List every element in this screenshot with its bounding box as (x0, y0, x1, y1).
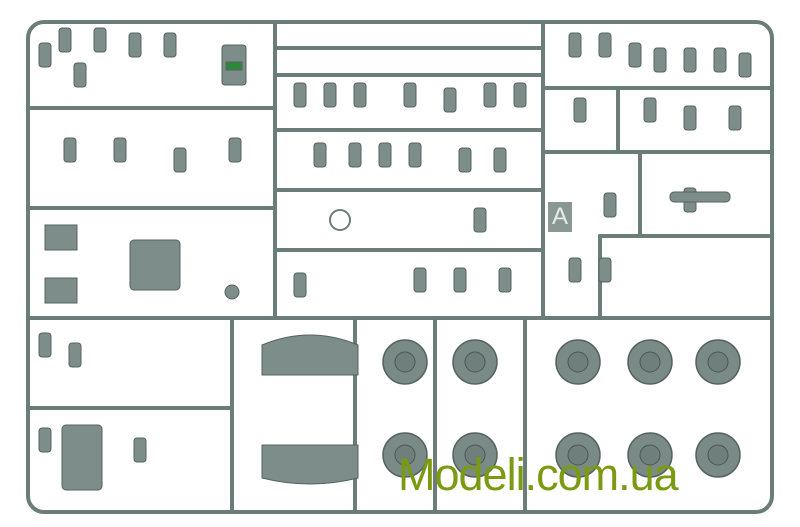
panel-part (44, 224, 78, 251)
sprue-part (228, 137, 242, 163)
sprue-part (408, 142, 422, 168)
panel-part (44, 277, 78, 304)
sprue-part (453, 267, 467, 293)
sprue-part (713, 47, 727, 73)
sprue-part (728, 105, 742, 131)
sprue-part (458, 147, 472, 173)
sprue-letter-label: A (548, 202, 572, 232)
fender-part (261, 334, 359, 376)
wheel-hub (707, 444, 729, 466)
wheel-hub (567, 444, 589, 466)
sprue-part (128, 32, 142, 58)
sprue-part (348, 142, 362, 168)
sprue-part (628, 42, 642, 68)
sprue-part (413, 267, 427, 293)
sprue-part (293, 272, 307, 298)
sprue-part (38, 42, 52, 68)
sprue-part (403, 82, 417, 108)
sprue-part (38, 427, 52, 453)
wheel-hub (707, 351, 729, 373)
sprue-parts (38, 27, 752, 491)
sprue-part (568, 32, 582, 58)
sprue-part (573, 97, 587, 123)
sprue-part (443, 87, 457, 113)
sprue-part (653, 47, 667, 73)
sprue-part (643, 97, 657, 123)
panel-part (61, 424, 103, 491)
sprue-frame (26, 20, 774, 514)
sprue-part (598, 257, 612, 283)
wheels (382, 339, 741, 478)
sprue-part (133, 437, 147, 463)
sprue-part (603, 192, 617, 218)
sprue-part (73, 62, 87, 88)
sprue-part (173, 147, 187, 173)
sprue-part (163, 32, 177, 58)
sprue-part (683, 47, 697, 73)
sprue-part (493, 147, 507, 173)
hull-part (129, 239, 181, 291)
sprue-part (498, 267, 512, 293)
wheel-hub (639, 351, 661, 373)
wheel-hub (639, 444, 661, 466)
sprue-part (38, 332, 52, 358)
fender-part (261, 444, 359, 485)
sprue-part (473, 207, 487, 233)
sprue-part (93, 27, 107, 53)
wheel-hub (394, 351, 416, 373)
wheel-hub (464, 444, 486, 466)
sprue-part (313, 142, 327, 168)
sprue-part (323, 82, 337, 108)
sprue-part (568, 257, 582, 283)
wheel-hub (464, 351, 486, 373)
sprue-part (63, 137, 77, 163)
sprue-part (353, 82, 367, 108)
sprue-part (378, 142, 392, 168)
watermark: Modeli.com.ua (398, 449, 679, 500)
steering-wheel-part (329, 209, 351, 231)
sprue-part (483, 82, 497, 108)
wheel-hub (394, 444, 416, 466)
axle-part (669, 191, 731, 203)
sprue-part (513, 82, 527, 108)
sprue-part (58, 27, 72, 53)
green-lens-part (225, 61, 243, 71)
sprue-part (738, 52, 752, 78)
sprue-part (68, 342, 82, 368)
sprue-part (598, 32, 612, 58)
sprue-part (683, 105, 697, 131)
sprue-part (293, 82, 307, 108)
sprue-part (113, 137, 127, 163)
round-part (224, 284, 240, 300)
wheel-hub (567, 351, 589, 373)
